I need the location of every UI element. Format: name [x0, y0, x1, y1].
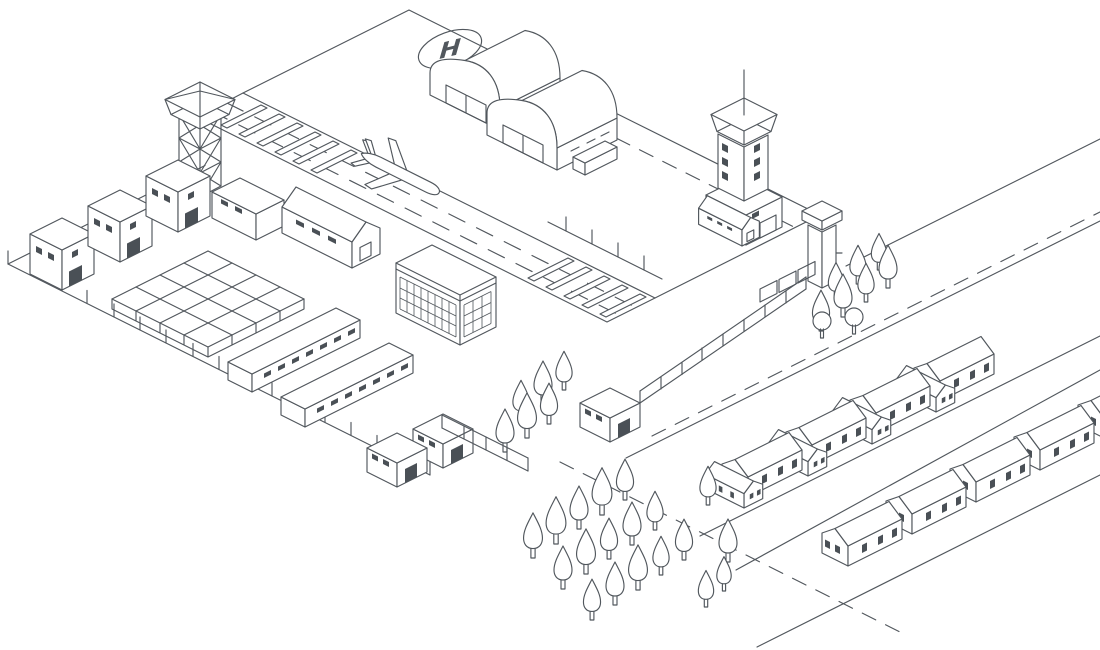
lattice-mast — [165, 82, 235, 197]
flat-roof-house-2 — [87, 189, 153, 263]
pine-group-gate — [495, 350, 573, 453]
round-tree-1 — [812, 311, 832, 339]
base-windows — [713, 203, 759, 219]
fence-panels-column — [760, 262, 815, 303]
fence-east — [640, 277, 806, 403]
road-centerline-1 — [652, 212, 1100, 436]
hangar-annex — [573, 141, 617, 175]
pitched-roof-house — [281, 186, 381, 269]
fence-runway-end — [548, 217, 662, 279]
runway-edge — [243, 93, 655, 298]
control-tower — [706, 70, 782, 245]
flat-roof-house-3 — [145, 159, 211, 233]
threshold-stripes-end — [528, 258, 646, 317]
shaft-windows — [722, 143, 760, 181]
runway-centerline-1 — [227, 103, 637, 308]
cottage-1 — [821, 500, 903, 567]
l-house-1 — [705, 433, 802, 509]
flat-roof-house-1 — [29, 217, 95, 291]
grid-platform — [112, 251, 304, 357]
runway-centerline-2 — [211, 111, 621, 316]
village-roads — [560, 139, 1100, 647]
storage-building — [212, 178, 284, 240]
garage-door — [760, 215, 776, 238]
window-grid-right — [464, 292, 491, 338]
fuselage — [359, 149, 442, 198]
gate-house — [579, 387, 641, 443]
fence-gate — [442, 415, 528, 471]
threshold-stripes-start — [221, 105, 357, 173]
airplane — [345, 127, 451, 216]
round-tree-2 — [844, 307, 864, 335]
window-slits — [221, 199, 242, 214]
window-grid-left — [400, 277, 456, 337]
glass-office-building — [396, 245, 496, 345]
hangar-2-wall-slits — [571, 132, 609, 151]
